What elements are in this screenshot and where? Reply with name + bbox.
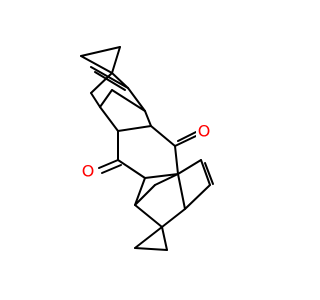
bond [94, 71, 126, 91]
molecule-structure: O O [80, 46, 214, 251]
bond [117, 125, 152, 132]
bond [111, 46, 121, 74]
bond [134, 204, 163, 228]
bond [111, 89, 146, 112]
bond [150, 125, 176, 147]
bond [134, 247, 168, 251]
bond [80, 46, 121, 57]
bond [154, 173, 179, 186]
bond [101, 164, 122, 174]
atom-label-oxygen: O [198, 122, 211, 141]
bond [161, 226, 168, 251]
bond [90, 92, 101, 108]
bond [200, 159, 211, 186]
bond [184, 184, 211, 210]
bond [177, 131, 197, 142]
bond [174, 145, 179, 175]
bond [99, 106, 119, 132]
bond [174, 135, 197, 147]
bond [177, 159, 202, 175]
bond [99, 89, 113, 108]
bond [177, 173, 186, 210]
bond [134, 226, 163, 249]
oxygen-atom: O [80, 162, 96, 181]
bond [134, 184, 156, 206]
bond [117, 159, 146, 179]
bond [144, 173, 179, 179]
bond [90, 66, 129, 89]
oxygen-atom: O [196, 122, 212, 141]
bond [144, 110, 152, 127]
bond [134, 177, 146, 206]
bond [98, 159, 119, 169]
bond [161, 208, 186, 228]
atom-label-oxygen: O [82, 162, 95, 181]
bond [204, 162, 214, 185]
bond [80, 55, 113, 74]
molecule-canvas: O O [80, 46, 214, 251]
bond [127, 87, 146, 112]
